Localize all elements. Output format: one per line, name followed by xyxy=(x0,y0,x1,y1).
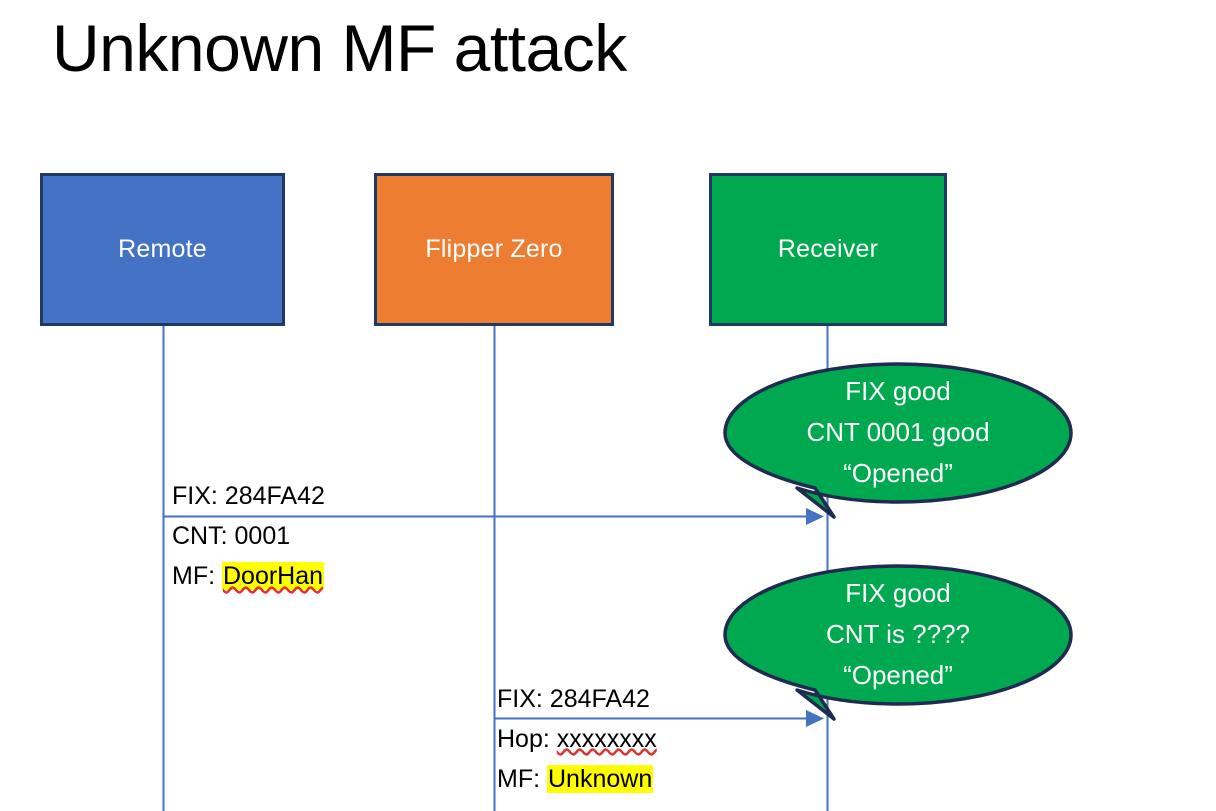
actor-box-receiver[interactable]: Receiver xyxy=(709,173,947,326)
message-field-value: xxxxxxxx xyxy=(556,725,657,753)
actor-label-remote: Remote xyxy=(118,235,207,263)
message-line-fix: FIX: 284FA42 xyxy=(497,679,657,719)
arrow-remote-to-receiver xyxy=(163,508,824,525)
message-line-fix: FIX: 284FA42 xyxy=(172,476,325,516)
message-field-value: 284FA42 xyxy=(549,685,650,713)
message-label-flipper-to-receiver: FIX: 284FA42 Hop: xxxxxxxx MF: Unknown xyxy=(497,679,657,799)
message-field-value-highlighted: DoorHan xyxy=(222,562,325,590)
actor-label-flipper: Flipper Zero xyxy=(425,235,563,263)
message-field-label: FIX: xyxy=(172,482,218,510)
message-field-label: Hop: xyxy=(497,725,550,753)
actor-label-receiver: Receiver xyxy=(777,235,879,263)
callout-genuine[interactable]: FIX good CNT 0001 good “Opened” xyxy=(722,362,1074,522)
message-label-remote-to-receiver: FIX: 284FA42 CNT: 0001 MF: DoorHan xyxy=(172,476,325,596)
message-line-cnt: CNT: 0001 xyxy=(172,516,325,556)
actor-box-remote[interactable]: Remote xyxy=(40,173,285,326)
message-line-mf: MF: DoorHan xyxy=(172,556,325,596)
message-field-label: MF: xyxy=(172,562,216,590)
message-field-value: 0001 xyxy=(234,522,291,550)
callout-bubble-shape xyxy=(723,564,1073,721)
message-field-label: MF: xyxy=(497,765,541,793)
message-line-hop: Hop: xxxxxxxx xyxy=(497,719,657,759)
message-field-value: 284FA42 xyxy=(224,482,325,510)
message-field-label: FIX: xyxy=(497,685,543,713)
message-field-label: CNT: xyxy=(172,522,228,550)
callout-attack[interactable]: FIX good CNT is ???? “Opened” xyxy=(722,564,1074,724)
page-title: Unknown MF attack xyxy=(52,11,627,85)
message-line-mf: MF: Unknown xyxy=(497,759,657,799)
callout-bubble-shape xyxy=(723,362,1073,519)
arrow-flipper-to-receiver xyxy=(494,710,824,727)
actor-box-flipper[interactable]: Flipper Zero xyxy=(374,173,614,326)
message-field-value-highlighted: Unknown xyxy=(547,765,654,793)
